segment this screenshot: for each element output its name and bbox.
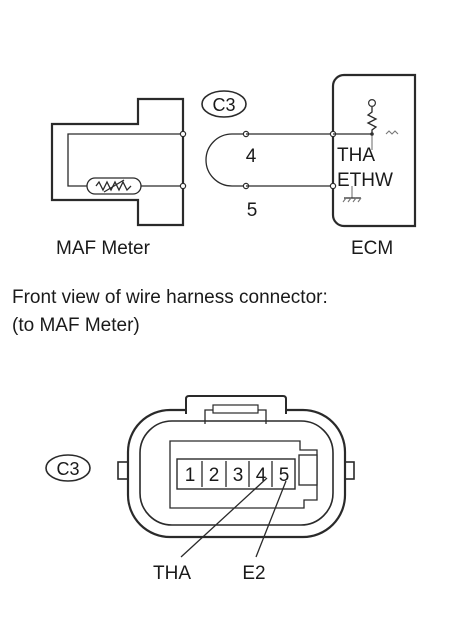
maf-thermistor-icon — [86, 177, 142, 195]
connector-key-block — [298, 454, 318, 486]
connector-id-label: C3 — [212, 95, 235, 115]
callout-leader-e2 — [255, 480, 287, 558]
maf-thermistor-arrow — [103, 179, 125, 193]
ecm-supply-icon — [368, 98, 377, 107]
pin-number-4: 4 — [246, 146, 257, 167]
callout-leader-tha — [180, 477, 268, 558]
ecm-ground-hatch — [342, 197, 362, 203]
maf-terminal-bottom — [179, 182, 187, 190]
pin-label-1: 1 — [185, 465, 196, 486]
pin-label-2: 2 — [209, 465, 220, 486]
connector-front-view: 1 2 3 4 5 C3 THA E2 — [45, 395, 355, 584]
caption-line-1: Front view of wire harness connector: — [12, 287, 328, 308]
pin-row-frame — [176, 458, 296, 490]
maf-inner-circuit — [67, 133, 183, 187]
connector-front-id-label: C3 — [56, 459, 79, 479]
pin-number-5: 5 — [247, 200, 258, 221]
connector-cavity — [169, 440, 318, 509]
connector-lock-slot — [212, 404, 259, 414]
maf-terminal-top — [179, 130, 187, 138]
callout-label-e2: E2 — [242, 563, 265, 584]
ecm-box — [331, 73, 417, 228]
ecm-terminal-ethw — [329, 182, 337, 190]
maf-meter-label: MAF Meter — [56, 238, 151, 259]
ecm-resistor-icon — [366, 107, 378, 134]
ecm-signal-tha: THA — [337, 145, 375, 166]
connector-front-id-badge — [45, 454, 91, 482]
connector-inner-shell — [139, 420, 334, 526]
pin-label-4: 4 — [256, 465, 267, 486]
callout-label-tha: THA — [153, 563, 191, 584]
pin-label-3: 3 — [233, 465, 244, 486]
wiring-diagram: C3 4 5 THA ETHW MAF Meter ECM — [50, 73, 417, 259]
ecm-signal-ethw: ETHW — [337, 170, 393, 191]
ecm-sense-icon — [385, 130, 399, 135]
maf-meter-body — [50, 97, 185, 227]
connector-c3-loop — [205, 133, 246, 187]
pin-label-5: 5 — [279, 465, 290, 486]
connector-id-badge — [201, 90, 247, 118]
caption-line-2: (to MAF Meter) — [12, 315, 140, 336]
ecm-label: ECM — [351, 238, 393, 259]
